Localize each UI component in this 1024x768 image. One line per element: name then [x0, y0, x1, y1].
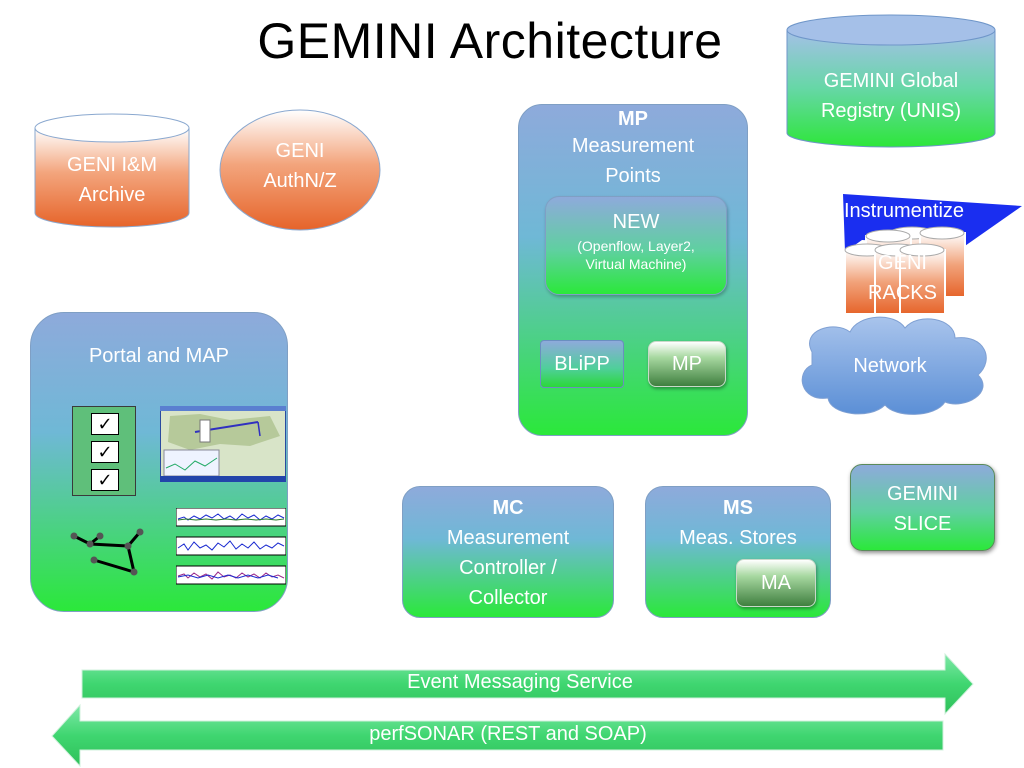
mc-line3: Collector	[468, 587, 548, 609]
checklist-icon[interactable]: ✓ ✓ ✓	[72, 406, 136, 496]
racks-label-line1: GENI	[878, 252, 927, 274]
checkbox-checked-icon[interactable]: ✓	[91, 413, 119, 435]
authnz-label-line2: AuthN/Z	[263, 170, 337, 192]
geni-racks-icon	[844, 226, 966, 315]
blipp-button[interactable]: BLiPP	[540, 340, 624, 388]
slice-line1: GEMINI	[886, 483, 959, 505]
perfsonar-label: perfSONAR (REST and SOAP)	[369, 723, 647, 745]
map-thumbnail-icon[interactable]	[160, 406, 286, 482]
network-label: Network	[853, 355, 927, 377]
topology-graph-icon	[70, 528, 144, 576]
mc-measurement-controller-box[interactable]: MC Measurement Controller / Collector	[402, 486, 614, 618]
checkbox-checked-icon[interactable]: ✓	[91, 469, 119, 491]
event-messaging-service-label: Event Messaging Service	[407, 671, 633, 693]
network-cloud-icon	[801, 316, 987, 415]
mc-line2: Controller /	[459, 557, 557, 579]
mp-heading: MP	[618, 108, 648, 130]
archive-cylinder-icon	[34, 113, 190, 228]
timeseries-graphs-icon	[176, 508, 286, 585]
new-sub2: Virtual Machine)	[585, 256, 687, 272]
mp-line1: Measurement	[571, 135, 695, 157]
registry-label: GEMINI Global Registry (UNIS)	[787, 66, 995, 126]
authnz-label: GENI AuthN/Z	[220, 136, 380, 196]
page-title: GEMINI Architecture	[257, 13, 723, 69]
gemini-slice-box[interactable]: GEMINI SLICE	[850, 464, 995, 551]
slice-line2: SLICE	[893, 513, 952, 535]
mp-button[interactable]: MP	[648, 341, 726, 387]
archive-label-line2: Archive	[78, 184, 146, 206]
registry-cylinder-icon	[786, 14, 996, 148]
event-arrow-shape	[81, 652, 974, 716]
ms-line1: Meas. Stores	[679, 527, 797, 549]
racks-label-line2: RACKS	[868, 282, 937, 304]
instrumentize-label: Instrumentize	[844, 200, 965, 222]
authnz-ellipse-icon	[219, 109, 381, 231]
archive-label-line1: GENI I&M	[66, 154, 157, 176]
portal-title: Portal and MAP	[88, 345, 230, 367]
ma-button[interactable]: MA	[736, 559, 816, 607]
new-title: NEW	[612, 211, 660, 233]
archive-label: GENI I&M Archive	[35, 150, 189, 210]
mp-line2: Points	[605, 165, 661, 187]
new-sub1: (Openflow, Layer2,	[577, 238, 695, 254]
new-openflow-box[interactable]: NEW (Openflow, Layer2, Virtual Machine)	[545, 196, 727, 295]
perfsonar-arrow-shape	[51, 703, 944, 768]
registry-label-line1: GEMINI Global	[823, 70, 959, 92]
authnz-label-line1: GENI	[275, 140, 325, 162]
registry-label-line2: Registry (UNIS)	[820, 100, 961, 122]
ms-heading: MS	[723, 497, 753, 519]
checkbox-checked-icon[interactable]: ✓	[91, 441, 119, 463]
mc-line1: Measurement	[446, 527, 570, 549]
mc-heading: MC	[492, 497, 524, 519]
racks-label: GENI RACKS	[845, 248, 960, 308]
